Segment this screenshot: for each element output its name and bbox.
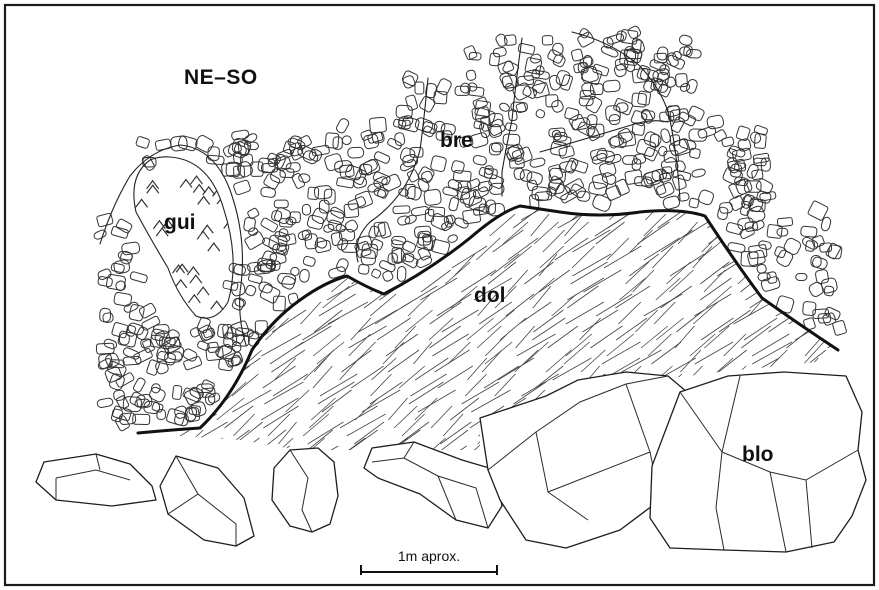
orientation-label: NE–SO [184,66,258,89]
unit-label-blo: blo [742,443,774,466]
unit-label-dol: dol [474,284,506,307]
scale-bar-label: 1m aprox. [398,548,460,564]
unit-label-bre: bre [440,129,473,152]
unit-label-gui: gui [164,211,196,234]
